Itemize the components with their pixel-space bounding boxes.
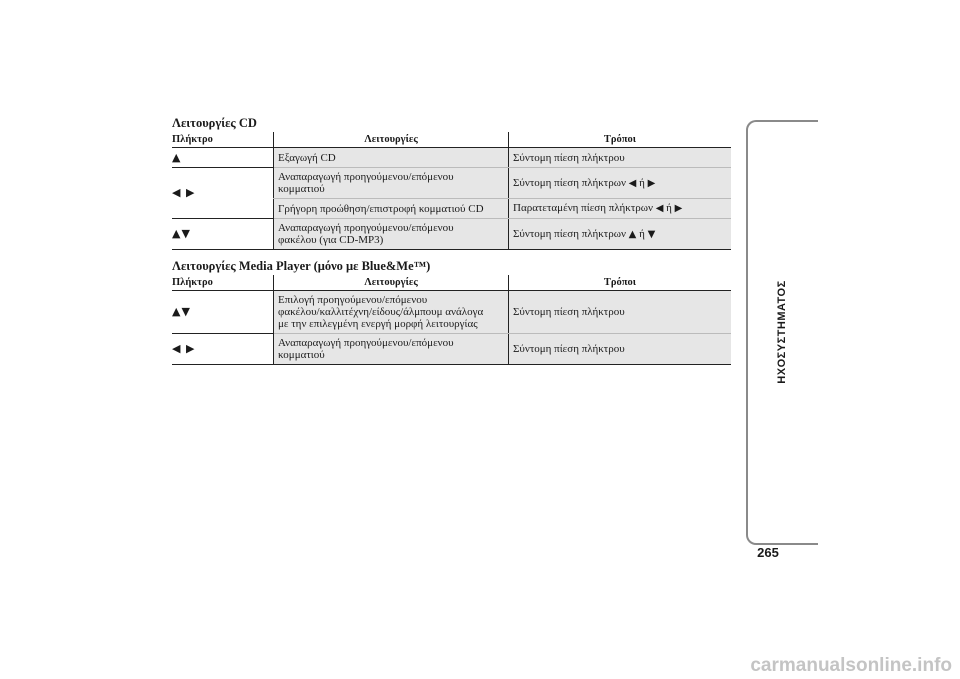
mode-cell: Σύντομη πίεση πλήκτρων ▲ ή ▼ xyxy=(508,218,731,250)
up-down-arrows-icon: ▲▼ xyxy=(172,227,191,240)
mode-cell: Σύντομη πίεση πλήκτρων ◀ ή ▶ xyxy=(508,167,731,199)
function-cell: Αναπαραγωγή προηγούμενου/επόμενου κομματ… xyxy=(273,167,509,199)
down-arrow-icon: ▼ xyxy=(647,228,656,240)
left-arrow-icon: ◀ xyxy=(655,203,664,214)
up-arrow-icon: ▲ xyxy=(628,228,637,240)
left-right-arrows-icon: ◀ ▶ xyxy=(172,342,196,355)
table-row: ◀ ▶ Αναπαραγωγή προηγούμενου/επόμενου κο… xyxy=(172,333,731,365)
function-cell: Εξαγωγή CD xyxy=(273,147,509,168)
media-player-table: Πλήκτρο Λειτουργίες Τρόποι ▲▼ Επιλογή πρ… xyxy=(172,275,731,365)
page-number: 265 xyxy=(757,545,779,560)
table-row: ▲▼ Επιλογή προηγούμενου/επόμενου φακέλου… xyxy=(172,290,731,334)
watermark: carmanualsonline.info xyxy=(750,655,952,676)
header-mode: Τρόποι xyxy=(508,132,731,148)
right-arrow-icon: ▶ xyxy=(674,203,683,214)
mode-cell: Σύντομη πίεση πλήκτρου xyxy=(508,333,731,365)
header-key: Πλήκτρο xyxy=(172,132,274,148)
side-tab-label: ΗΧΟΣΥΣΤΗΜΑΤΟΣ xyxy=(776,280,788,384)
header-function: Λειτουργίες xyxy=(273,275,509,291)
media-section-title: Λειτουργίες Media Player (μόνο με Blue&M… xyxy=(172,259,431,273)
function-cell: Γρήγορη προώθηση/επιστροφή κομματιού CD xyxy=(273,198,509,219)
mode-cell: Σύντομη πίεση πλήκτρου xyxy=(508,290,731,334)
table-row: ▲ Εξαγωγή CD Σύντομη πίεση πλήκτρου xyxy=(172,147,731,168)
right-arrow-icon: ▶ xyxy=(647,177,656,189)
left-arrow-icon: ◀ xyxy=(628,177,637,189)
left-right-arrows-icon: ◀ ▶ xyxy=(172,186,196,199)
cd-functions-table: Πλήκτρο Λειτουργίες Τρόποι ▲ Εξαγωγή CD … xyxy=(172,132,731,250)
cd-section-title: Λειτουργίες CD xyxy=(172,116,257,130)
table-row: ▲▼ Αναπαραγωγή προηγούμενου/επόμενου φακ… xyxy=(172,218,731,250)
eject-arrow-icon: ▲ xyxy=(172,150,182,164)
side-tab xyxy=(746,120,818,545)
function-cell: Αναπαραγωγή προηγούμενου/επόμενου φακέλο… xyxy=(273,218,509,250)
function-cell: Αναπαραγωγή προηγούμενου/επόμενου κομματ… xyxy=(273,333,509,365)
header-mode: Τρόποι xyxy=(508,275,731,291)
table-row: ◀ ▶ Αναπαραγωγή προηγούμενου/επόμενου κο… xyxy=(172,167,731,219)
mode-cell: Σύντομη πίεση πλήκτρου xyxy=(508,147,731,168)
function-cell: Επιλογή προηγούμενου/επόμενου φακέλου/κα… xyxy=(273,290,509,334)
header-function: Λειτουργίες xyxy=(273,132,509,148)
up-down-arrows-icon: ▲▼ xyxy=(172,305,191,318)
table-row: Γρήγορη προώθηση/επιστροφή κομματιού CD … xyxy=(172,198,731,219)
mode-cell: Παρατεταμένη πίεση πλήκτρων ◀ ή ▶ xyxy=(508,198,731,219)
header-key: Πλήκτρο xyxy=(172,275,274,291)
